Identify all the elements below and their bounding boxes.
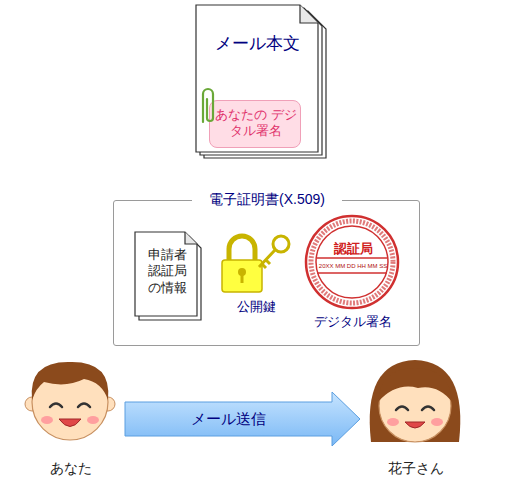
certificate-frame: 電子証明書(X.509)申請者 認証局 の情報公開鍵認証局20XX MM DD …: [113, 200, 420, 346]
girl-face: [405, 422, 425, 428]
boy-face: [50, 404, 90, 408]
stamp-seal: [306, 216, 398, 308]
lock-icon: [273, 236, 289, 252]
mail-document: メール本文あなたの デジタル署名: [196, 5, 326, 157]
node-text: 申請者 認証局 の情報: [140, 247, 194, 296]
boy-face: [25, 362, 115, 440]
girl-face: [396, 407, 434, 411]
lock-icon: [222, 236, 289, 292]
lock-icon: [259, 250, 275, 268]
node-text: デジタル署名: [301, 314, 405, 330]
node-text: 公開鍵: [216, 299, 296, 315]
block-arrow: [125, 392, 360, 446]
signature-box: あなたの デジタル署名: [209, 100, 301, 148]
boy-face: [59, 419, 81, 427]
girl-face: [370, 360, 461, 442]
mail-paper: [196, 5, 318, 152]
edge-label: メール送信: [191, 410, 266, 429]
girl-face: [370, 360, 461, 442]
stamp-seal: [316, 226, 388, 298]
mail-paper: [196, 5, 326, 158]
lock-icon: [241, 274, 244, 283]
stamp-seal: [311, 221, 393, 303]
boy-face: [87, 416, 99, 424]
node-text: あなたの デジタル署名: [212, 107, 300, 140]
info-paper: [135, 232, 201, 320]
info-paper: [185, 232, 197, 244]
paperclip: [203, 89, 213, 122]
boy-face: [32, 362, 109, 400]
info-paper: [135, 232, 197, 316]
node-text: 認証局: [317, 241, 389, 257]
stamp-seal: [317, 272, 387, 274]
node-text: 花子さん: [368, 460, 463, 478]
mail-paper: [300, 5, 318, 23]
node-text: メール本文: [196, 33, 318, 54]
node-text: あなた: [25, 460, 117, 478]
public-key: 公開鍵: [216, 229, 296, 321]
stamp: 認証局 20XX MM DD HH MM SS デジタル署名: [301, 215, 405, 333]
person-hanako: 花子さん: [368, 358, 463, 480]
girl-face: [378, 368, 452, 402]
lock-icon: [222, 260, 262, 292]
girl-face: [387, 418, 399, 426]
stamp-seal: [317, 257, 387, 259]
girl-face: [431, 418, 443, 426]
node-text: 電子証明書(X.509): [192, 191, 342, 209]
lock-icon: [229, 236, 255, 262]
boy-face: [41, 416, 53, 424]
stamp-seal: [306, 216, 398, 308]
node-text: 20XX MM DD HH MM SS: [303, 263, 403, 271]
person-you: あなた: [25, 358, 117, 480]
info-document: 申請者 認証局 の情報: [136, 233, 198, 317]
